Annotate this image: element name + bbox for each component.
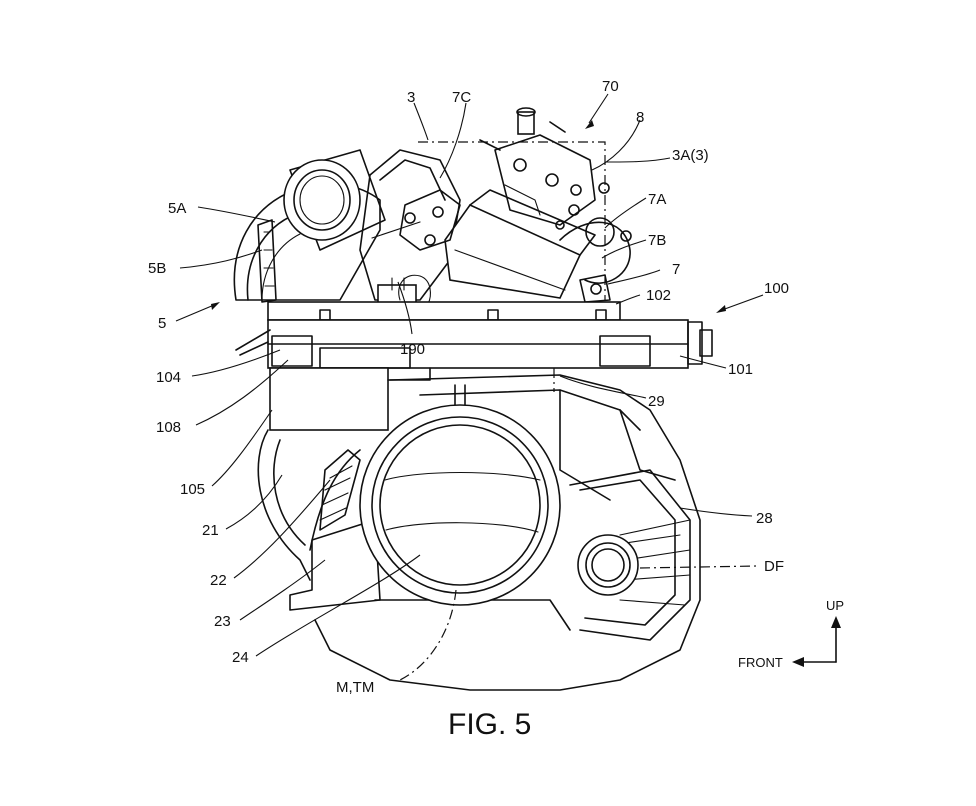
reference-labels: 3 7C 70 8 3A(3) 5A 7A 5B 7B 7 100 102 5 … bbox=[148, 78, 789, 696]
drive-unit-casing bbox=[257, 374, 701, 691]
orientation-indicator: UP FRONT bbox=[738, 598, 844, 670]
label-df: DF bbox=[764, 558, 784, 575]
leader-lines bbox=[175, 93, 764, 657]
mount-block-105 bbox=[235, 329, 431, 431]
label-23: 23 bbox=[214, 613, 231, 630]
up-label: UP bbox=[826, 598, 844, 613]
label-5: 5 bbox=[158, 315, 166, 332]
intake-pipe bbox=[283, 149, 386, 251]
label-7: 7 bbox=[672, 261, 680, 278]
reference-boundary-3a bbox=[418, 141, 606, 300]
motor-ring-24 bbox=[359, 384, 561, 606]
label-24: 24 bbox=[232, 649, 249, 666]
label-8: 8 bbox=[636, 109, 644, 126]
mount-bracket-7 bbox=[579, 274, 611, 303]
output-axis-line bbox=[639, 565, 759, 569]
output-shaft-df bbox=[577, 534, 639, 596]
label-5a: 5A bbox=[168, 200, 186, 217]
label-190: 190 bbox=[400, 341, 425, 358]
label-105: 105 bbox=[180, 481, 205, 498]
label-7b: 7B bbox=[648, 232, 666, 249]
front-label: FRONT bbox=[738, 655, 783, 670]
gear-housing-28 bbox=[569, 469, 691, 641]
motor-housing bbox=[359, 149, 461, 305]
label-7a: 7A bbox=[648, 191, 666, 208]
filter-cover-5b bbox=[257, 219, 277, 303]
label-70: 70 bbox=[602, 78, 619, 95]
label-100: 100 bbox=[764, 280, 789, 297]
label-28: 28 bbox=[756, 510, 773, 527]
label-3: 3 bbox=[407, 89, 415, 106]
label-3a: 3A(3) bbox=[672, 147, 709, 164]
label-7c: 7C bbox=[452, 89, 471, 106]
label-102: 102 bbox=[646, 287, 671, 304]
bracket-7c bbox=[371, 189, 461, 251]
pump-unit-7a bbox=[444, 182, 632, 299]
label-108: 108 bbox=[156, 419, 181, 436]
label-22: 22 bbox=[210, 572, 227, 589]
label-101: 101 bbox=[728, 361, 753, 378]
figure-caption: FIG. 5 bbox=[448, 708, 531, 741]
support-plate-102 bbox=[267, 301, 621, 321]
label-21: 21 bbox=[202, 522, 219, 539]
frame-101 bbox=[267, 319, 713, 369]
label-5b: 5B bbox=[148, 260, 166, 277]
label-104: 104 bbox=[156, 369, 181, 386]
label-29: 29 bbox=[648, 393, 665, 410]
label-m-tm: M,TM bbox=[336, 679, 374, 696]
